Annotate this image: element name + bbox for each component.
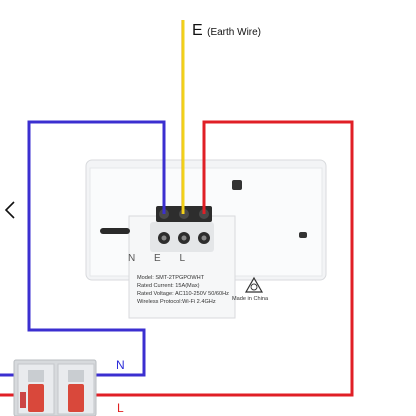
back-button[interactable]	[0, 196, 20, 224]
clip-hole	[232, 180, 242, 190]
earth-letter: E	[192, 22, 203, 39]
earth-wire-label: E (Earth Wire)	[192, 22, 261, 42]
live-label: L	[117, 401, 124, 415]
clip-hole	[299, 232, 307, 238]
neutral-label: N	[116, 358, 125, 372]
rating-line: Wireless Protocol:Wi-Fi 2.4GHz	[137, 299, 216, 305]
mounting-slot	[100, 228, 130, 234]
rating-line: Rated Current: 15A(Max)	[137, 283, 200, 289]
neutral-wire	[27, 120, 166, 377]
back-chevron-icon	[4, 201, 15, 219]
earth-note: (Earth Wire)	[207, 27, 262, 38]
rating-line: Model: SMT-2TPGPOWHT	[137, 275, 205, 281]
rating-plate: Model: SMT-2TPGPOWHT Rated Current: 15A(…	[137, 274, 277, 306]
certification-mark-icon	[244, 276, 264, 293]
rating-line: Rated Voltage: AC110-250V 50/60Hz	[137, 291, 229, 297]
live-wire	[94, 120, 354, 397]
terminal-letters: N E L	[128, 253, 194, 264]
circuit-breaker-icon	[13, 359, 97, 416]
made-in-label: Made in China	[232, 296, 269, 302]
